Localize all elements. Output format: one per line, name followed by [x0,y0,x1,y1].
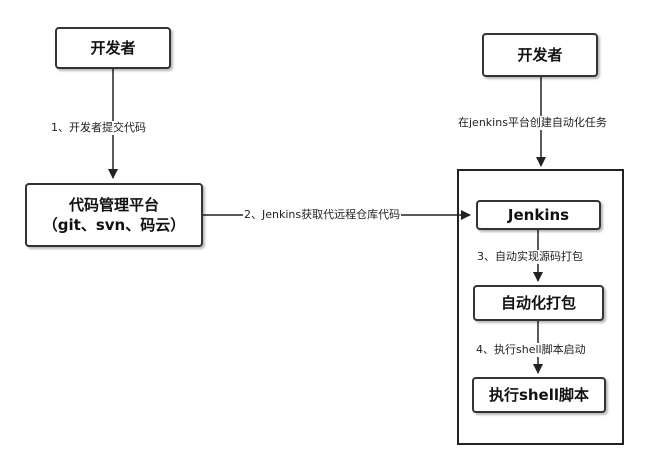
node-developer-right[interactable]: 开发者 [482,33,598,77]
node-exec-shell[interactable]: 执行shell脚本 [472,377,606,413]
edge-label-step4: 4、执行shell脚本启动 [475,343,587,357]
node-code-platform[interactable]: 代码管理平台 （git、svn、码云） [25,183,203,247]
node-auto-package[interactable]: 自动化打包 [473,285,604,321]
edge-label-step2: 2、Jenkins获取代远程仓库代码 [243,208,402,222]
edge-label-step3: 3、自动实现源码打包 [476,250,584,264]
edge-label-step1: 1、开发者提交代码 [50,121,147,135]
edge-label-create-task: 在jenkins平台创建自动化任务 [457,116,608,130]
jenkins-group-container [457,169,624,445]
node-jenkins[interactable]: Jenkins [476,200,601,230]
node-developer-left[interactable]: 开发者 [55,27,171,69]
